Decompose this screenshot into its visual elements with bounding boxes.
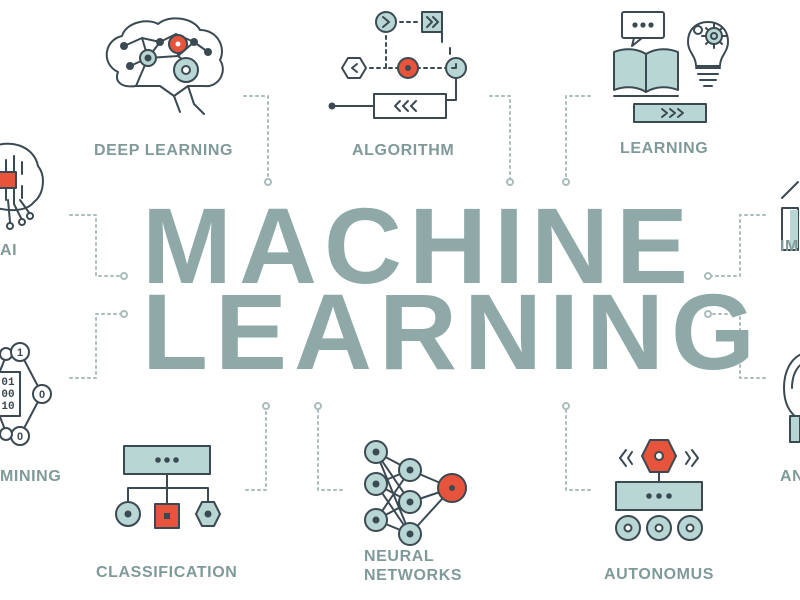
connector-data-mining [69, 313, 123, 379]
label-data-mining: MINING [0, 468, 62, 485]
right-upper-partial-icon [781, 181, 799, 251]
connector-classification [245, 407, 267, 491]
node-label: 0 [39, 389, 45, 401]
classification-tree-icon [115, 445, 221, 529]
book-lightbulb-icon [613, 11, 729, 123]
connector-learning [565, 95, 591, 183]
brain-network-icon [105, 17, 224, 115]
connector-algorithm [489, 95, 511, 183]
label-right-upper: IM [780, 238, 799, 255]
label-learning: LEARNING [620, 140, 709, 157]
ai-chip-brain-icon [0, 142, 44, 230]
label-networks: NETWORKS [364, 567, 463, 584]
binary-row: 10 [1, 401, 14, 413]
label-deep-learning: DEEP LEARNING [94, 142, 234, 159]
connector-autonomus [565, 407, 591, 491]
data-mining-network-icon: 1 0 0 01 00 10 [0, 342, 52, 446]
title-machine: MACHINE [142, 185, 695, 306]
label-neural: NEURAL [364, 548, 435, 565]
node-label: 0 [17, 431, 23, 443]
connector-deep-learning [243, 95, 269, 183]
label-right-lower: AN [780, 468, 800, 485]
algorithm-flowchart-icon [328, 11, 467, 119]
label-ai: AI [0, 242, 18, 259]
node-label: 1 [17, 347, 23, 359]
right-lower-partial-icon [783, 353, 800, 443]
connector-neural-networks [317, 407, 343, 491]
label-autonomus: AUTONOMUS [604, 566, 714, 583]
connector-ai [69, 214, 123, 277]
neural-network-icon [364, 440, 467, 546]
label-algorithm: ALGORITHM [352, 142, 455, 159]
connector-right-lower [709, 313, 766, 379]
connector-right-upper [709, 214, 766, 277]
binary-row: 00 [1, 389, 14, 401]
binary-row: 01 [1, 377, 15, 389]
autonomous-robot-icon [615, 439, 703, 541]
label-classification: CLASSIFICATION [96, 564, 238, 581]
title-learning: LEARNING [142, 271, 762, 392]
